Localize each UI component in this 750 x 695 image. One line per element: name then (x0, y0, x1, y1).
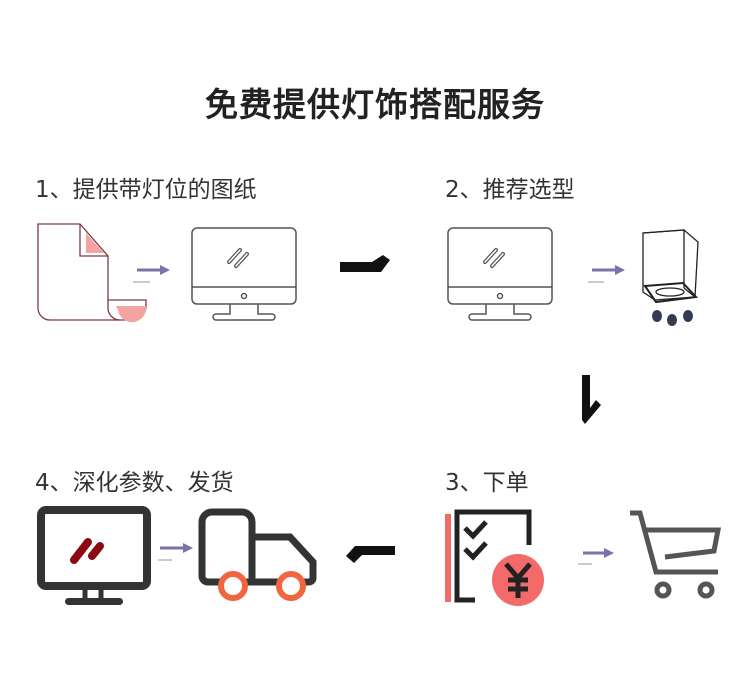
drawing-document-icon (37, 223, 147, 323)
step-2-label: 2、推荐选型 (445, 177, 575, 203)
flow-arrow-down-icon (582, 375, 601, 424)
monitor-icon (191, 227, 297, 321)
flow-arrow-left-icon (346, 546, 395, 563)
step-3-label: 3、下单 (445, 470, 529, 496)
flow-arrow-right-icon (340, 255, 390, 272)
monitor-icon (447, 227, 553, 321)
step-1-label: 1、提供带灯位的图纸 (35, 177, 257, 203)
shopping-cart-icon (630, 510, 722, 599)
small-arrow-icon (158, 543, 193, 561)
delivery-truck-icon (198, 508, 317, 601)
step-4-label: 4、深化参数、发货 (35, 470, 234, 496)
small-arrow-icon (133, 265, 170, 283)
page-title: 免费提供灯饰搭配服务 (205, 85, 545, 124)
small-arrow-icon (588, 265, 625, 283)
small-arrow-icon (578, 548, 614, 565)
downlight-lamp-icon (642, 229, 699, 326)
order-checklist-icon (445, 509, 544, 606)
design-monitor-icon (37, 506, 151, 605)
